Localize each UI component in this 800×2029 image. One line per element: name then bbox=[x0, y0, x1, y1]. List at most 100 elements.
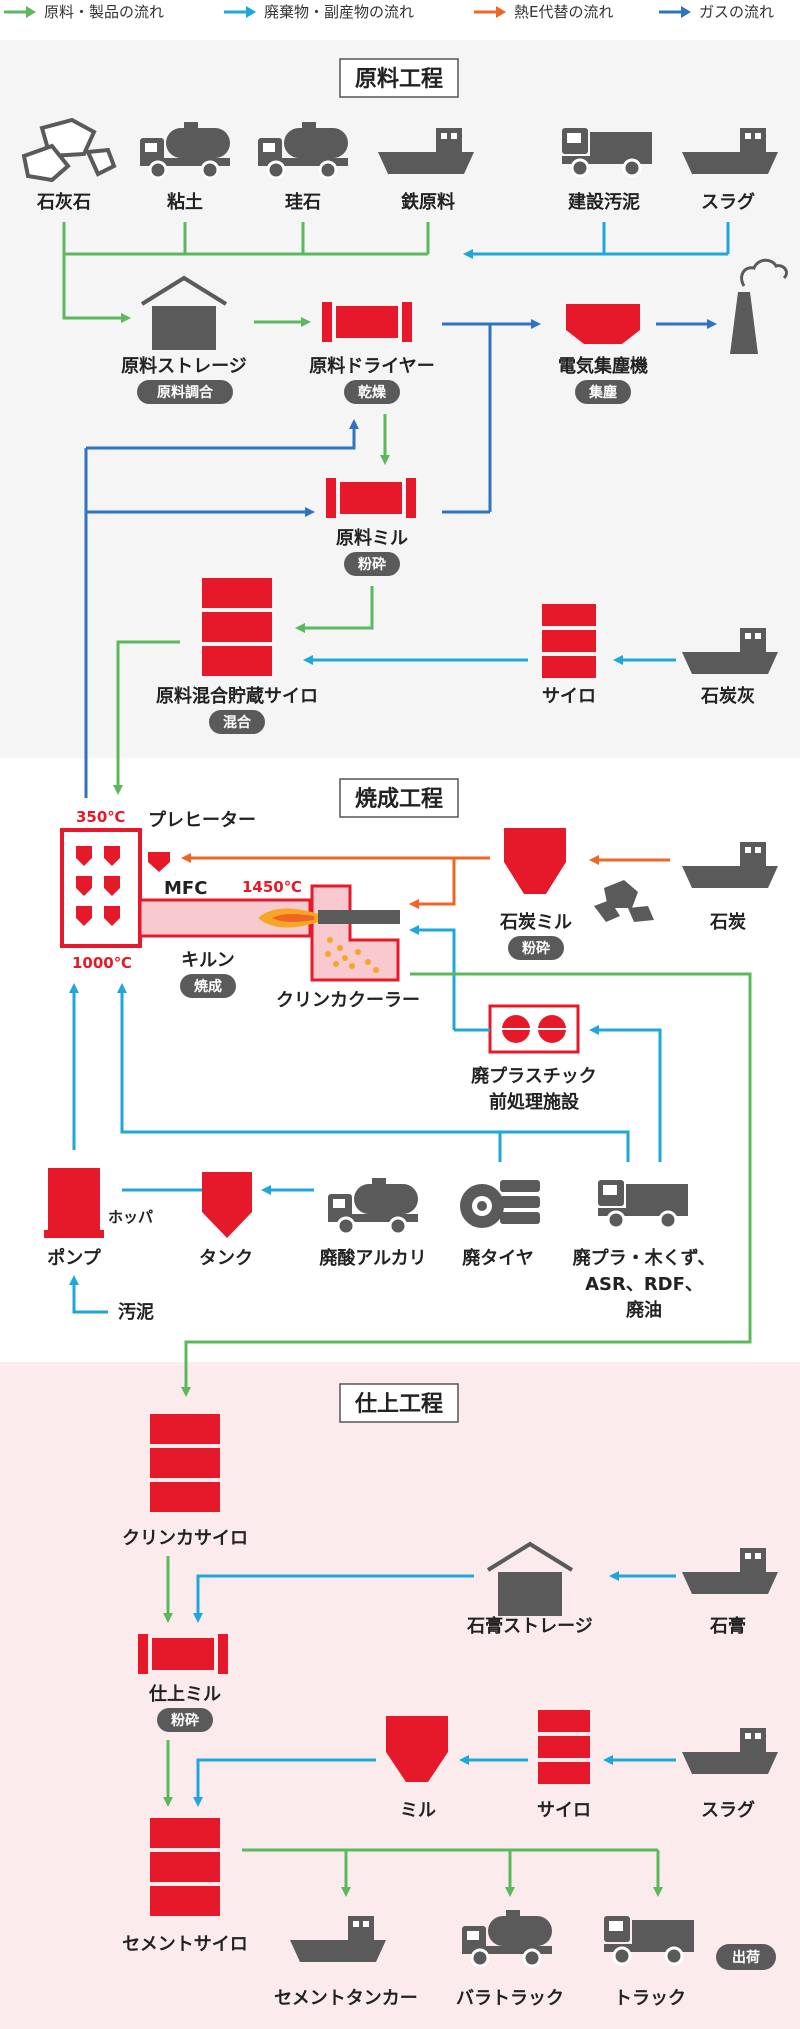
kiln-tag: 焼成 bbox=[194, 978, 222, 995]
waste-collector-flow bbox=[463, 222, 730, 259]
iron-label: 鉄原料 bbox=[401, 191, 455, 213]
raw-section-title: 原料工程 bbox=[355, 67, 443, 92]
silo-label: サイロ bbox=[542, 686, 596, 707]
mill-icon bbox=[386, 1716, 448, 1782]
plastic-label-2: 前処理施設 bbox=[489, 1091, 580, 1113]
burn-title-box bbox=[339, 778, 459, 818]
ship-tag: 出荷 bbox=[732, 1949, 760, 1966]
legend-label-2: 熱E代替の流れ bbox=[514, 3, 613, 21]
preheater-icon bbox=[60, 828, 142, 948]
tank-icon bbox=[202, 1172, 252, 1238]
cement-silo-label: セメントサイロ bbox=[122, 1934, 248, 1955]
bulk-truck-label: バラトラック bbox=[456, 1988, 564, 2009]
kiln-tag-bg bbox=[180, 974, 236, 998]
mill-to-cement-flow bbox=[193, 1758, 376, 1807]
cooler-label: クリンカクーラー bbox=[276, 990, 420, 1011]
legend-arrowhead-1 bbox=[246, 6, 256, 18]
waste-label-3: 廃油 bbox=[626, 1299, 662, 1321]
cement-silo-icon bbox=[150, 1818, 220, 1916]
temp-bottom: 1000℃ bbox=[72, 954, 132, 972]
mfc-icon bbox=[148, 852, 170, 872]
hot-gas-flow bbox=[84, 419, 359, 798]
waste-label-1: 廃プラ・木くず、 bbox=[573, 1247, 716, 1269]
temp-top: 350℃ bbox=[76, 808, 125, 826]
coal-label: 石炭 bbox=[709, 911, 746, 933]
clinker-dots bbox=[325, 937, 379, 973]
raw-mill-label: 原料ミル bbox=[336, 527, 408, 549]
sludge-label: 汚泥 bbox=[118, 1301, 154, 1323]
finish-mill-tag: 粉砕 bbox=[171, 1712, 199, 1729]
ship-tag-bg bbox=[716, 1944, 776, 1970]
raw-section-bg bbox=[0, 40, 800, 758]
finish-silo-icon bbox=[538, 1710, 590, 1784]
slag-label: スラグ bbox=[701, 191, 755, 213]
waste-label-2: ASR、RDF、 bbox=[585, 1274, 703, 1295]
clinker-silo-icon bbox=[150, 1414, 220, 1512]
raw-collector-flow bbox=[62, 222, 430, 323]
clay-label: 粘土 bbox=[167, 191, 203, 213]
raw-dryer-tag-bg bbox=[344, 380, 400, 404]
shipping-flow bbox=[242, 1848, 663, 1897]
alkali-label: 廃酸アルカリ bbox=[319, 1247, 426, 1269]
coal-icon bbox=[594, 880, 654, 922]
coal-ship-icon bbox=[682, 842, 778, 888]
tire-label: 廃タイヤ bbox=[462, 1247, 533, 1269]
finish-mill-tag-bg bbox=[157, 1708, 213, 1732]
blend-silo-icon bbox=[202, 578, 272, 676]
raw-storage-tag-bg bbox=[137, 380, 233, 404]
clinker-flow bbox=[181, 972, 752, 1397]
coal-mill-label: 石炭ミル bbox=[499, 911, 572, 933]
ep-tag: 集塵 bbox=[588, 384, 617, 401]
hopper-label: ホッパ bbox=[108, 1208, 153, 1226]
legend-label-1: 廃棄物・副産物の流れ bbox=[264, 3, 414, 21]
mfc-label: MFC bbox=[164, 878, 207, 899]
mill-label: ミル bbox=[400, 1800, 436, 1821]
legend-arrowhead-2 bbox=[496, 6, 506, 18]
rock-icon bbox=[21, 117, 117, 183]
blend-tag-bg bbox=[209, 710, 265, 734]
alkali-tanker-truck-icon bbox=[326, 1176, 420, 1236]
burner-icon bbox=[318, 910, 400, 924]
chimney-icon bbox=[730, 258, 788, 354]
cooler-icon bbox=[310, 884, 400, 982]
legend: 原料・製品の流れ 廃棄物・副産物の流れ 熱E代替の流れ ガスの流れ bbox=[4, 3, 774, 21]
pump-label: ポンプ bbox=[47, 1247, 101, 1269]
fuel-flow bbox=[181, 853, 670, 909]
coal-mill-tag: 粉砕 bbox=[522, 940, 550, 957]
kiln-icon bbox=[138, 898, 312, 938]
blend-silo-label: 原料混合貯蔵サイロ bbox=[156, 685, 318, 707]
clinker-silo-label: クリンカサイロ bbox=[122, 1528, 248, 1549]
temp-kiln: 1450℃ bbox=[242, 878, 302, 896]
truck-label: トラック bbox=[614, 1988, 686, 2009]
raw-storage-label: 原料ストレージ bbox=[121, 355, 247, 377]
plastic-label-1: 廃プラスチック bbox=[471, 1065, 597, 1087]
finish-silo-label: サイロ bbox=[537, 1800, 591, 1821]
coal-mill-tag-bg bbox=[508, 936, 564, 960]
raw-dryer-tag: 乾燥 bbox=[358, 384, 387, 401]
sludge-flow bbox=[69, 1275, 108, 1314]
hopper-pump-icon bbox=[48, 1168, 100, 1230]
legend-label-0: 原料・製品の流れ bbox=[44, 3, 164, 21]
legend-label-3: ガスの流れ bbox=[699, 3, 774, 21]
tanker-label: セメントタンカー bbox=[274, 1988, 418, 2009]
gypsum-flow bbox=[193, 1574, 474, 1623]
sludge-label: 建設汚泥 bbox=[568, 191, 640, 213]
legend-arrowhead-3 bbox=[681, 6, 691, 18]
gypsum-storage-label: 石膏ストレージ bbox=[466, 1615, 593, 1637]
tank-label: タンク bbox=[199, 1248, 253, 1269]
finish-slag-label: スラグ bbox=[701, 1799, 755, 1821]
silo-icon bbox=[542, 604, 596, 678]
raw-title-box bbox=[339, 58, 459, 98]
blend-tag: 混合 bbox=[223, 714, 252, 731]
legend-arrowhead-0 bbox=[26, 6, 36, 18]
finish-section-bg bbox=[0, 1362, 800, 2029]
gypsum-label: 石膏 bbox=[709, 1615, 746, 1637]
finish-title-box bbox=[339, 1383, 459, 1423]
tire-icon bbox=[460, 1180, 540, 1228]
raw-mill-tag: 粉砕 bbox=[358, 556, 386, 573]
coal-mill-icon bbox=[504, 828, 566, 894]
limestone-label: 石灰石 bbox=[36, 191, 91, 213]
ep-icon bbox=[566, 304, 640, 344]
blend-to-preheater-flow bbox=[113, 640, 180, 795]
